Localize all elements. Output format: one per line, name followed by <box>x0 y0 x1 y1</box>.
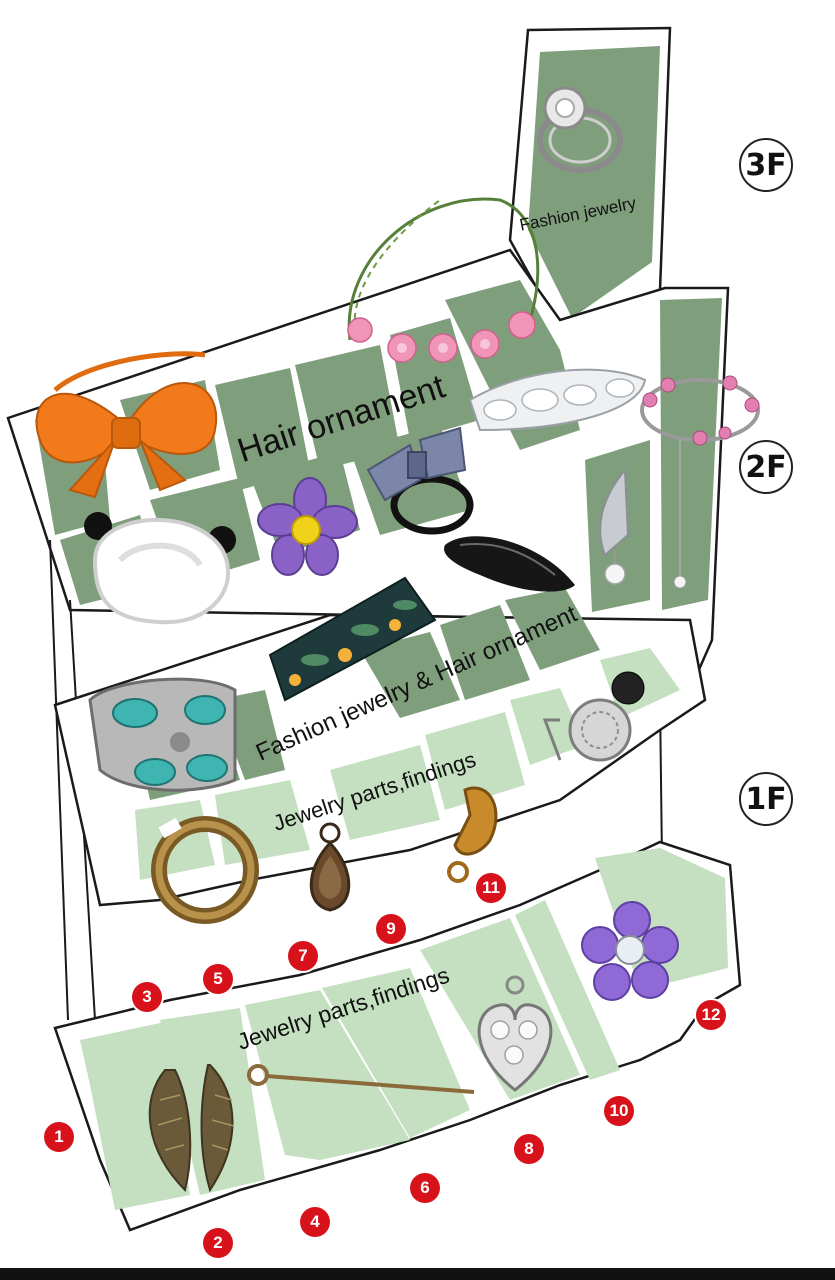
felt-flower-icon <box>257 477 358 576</box>
wing-charm-icon <box>148 1064 235 1193</box>
entrance-marker-3[interactable]: 3 <box>132 982 162 1012</box>
shop-1f[interactable] <box>245 990 410 1160</box>
jump-ring-icon <box>151 816 259 924</box>
entrance-marker-4[interactable]: 4 <box>300 1207 330 1237</box>
shop-1f-upper[interactable] <box>505 588 600 670</box>
entrance-marker-12[interactable]: 12 <box>696 1000 726 1030</box>
shop-1f-upper[interactable] <box>360 632 460 718</box>
lobster-clasp-icon <box>447 786 498 883</box>
ring-icon <box>537 86 623 173</box>
bottom-border <box>0 1268 835 1280</box>
floor-label-3f: 3F <box>739 138 793 192</box>
shop-1f-upper[interactable] <box>440 605 530 700</box>
floral-headband-icon <box>268 576 437 702</box>
entrance-marker-7[interactable]: 7 <box>288 941 318 971</box>
entrance-marker-8[interactable]: 8 <box>514 1134 544 1164</box>
entrance-marker-6[interactable]: 6 <box>410 1173 440 1203</box>
teardrop-pendant-icon <box>309 822 351 912</box>
shop-1f[interactable] <box>322 968 470 1138</box>
snap-hair-clip-icon <box>444 536 575 592</box>
bow-hair-tie-icon <box>366 426 474 535</box>
floor-label-1f: 1F <box>739 772 793 826</box>
entrance-marker-10[interactable]: 10 <box>604 1096 634 1126</box>
wing-earring-icon <box>599 467 630 585</box>
charm-bracelet-icon <box>640 375 760 589</box>
entrance-marker-5[interactable]: 5 <box>203 964 233 994</box>
floor-label-2f: 2F <box>739 440 793 494</box>
entrance-marker-9[interactable]: 9 <box>376 914 406 944</box>
shop-1f-upper[interactable] <box>330 745 440 840</box>
locket-cage-icon <box>542 671 645 762</box>
entrance-marker-2[interactable]: 2 <box>203 1228 233 1258</box>
shop-1f[interactable] <box>80 1022 190 1210</box>
flower-bead-icon <box>581 901 679 1001</box>
support-line <box>49 539 69 1021</box>
rhinestone-clip-icon <box>468 368 647 432</box>
entrance-marker-11[interactable]: 11 <box>476 873 506 903</box>
head-pin-icon <box>247 1064 475 1094</box>
shop-1f-upper[interactable] <box>425 712 525 810</box>
entrance-marker-1[interactable]: 1 <box>44 1122 74 1152</box>
bear-headband-icon <box>84 512 236 625</box>
shop-2f[interactable] <box>660 298 722 610</box>
heart-cage-icon <box>477 975 553 1092</box>
shop-1f[interactable] <box>515 900 620 1080</box>
shop-2f[interactable] <box>295 345 400 470</box>
shop-2f[interactable] <box>215 368 310 490</box>
turquoise-cuff-icon <box>88 677 237 792</box>
hair-bow-icon <box>35 351 218 499</box>
flower-crown-icon <box>347 197 540 363</box>
